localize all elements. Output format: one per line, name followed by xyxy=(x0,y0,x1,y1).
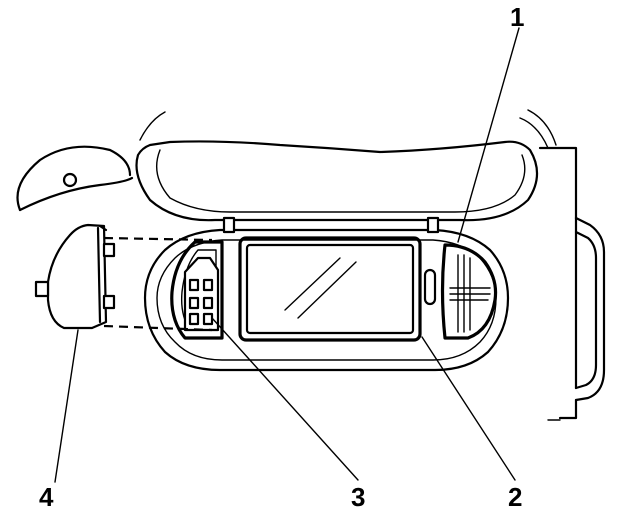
lamp-lens-right xyxy=(440,243,498,340)
lamp-lens-cover xyxy=(34,223,116,330)
alignment-line-bottom xyxy=(103,324,213,332)
hinge-tab-right xyxy=(426,216,440,234)
sun-visor-body xyxy=(135,140,539,222)
mirror-slot xyxy=(423,268,437,306)
alignment-line-top xyxy=(103,236,213,242)
mirror-glass xyxy=(238,236,422,342)
callout-1: 1 xyxy=(510,2,525,32)
visor-side-panel xyxy=(538,146,606,421)
leader-line-2 xyxy=(421,336,516,481)
mirror-housing xyxy=(143,228,510,372)
callout-4: 4 xyxy=(39,482,54,512)
hinge-tab-left xyxy=(222,216,236,234)
leader-line-1 xyxy=(457,27,520,243)
callout-3: 3 xyxy=(351,482,366,512)
leader-line-4 xyxy=(54,329,79,483)
callout-2: 2 xyxy=(508,482,523,512)
headliner-right-fragment xyxy=(519,109,557,149)
leader-line-3 xyxy=(211,317,359,481)
headliner-left-fragment xyxy=(16,111,166,212)
